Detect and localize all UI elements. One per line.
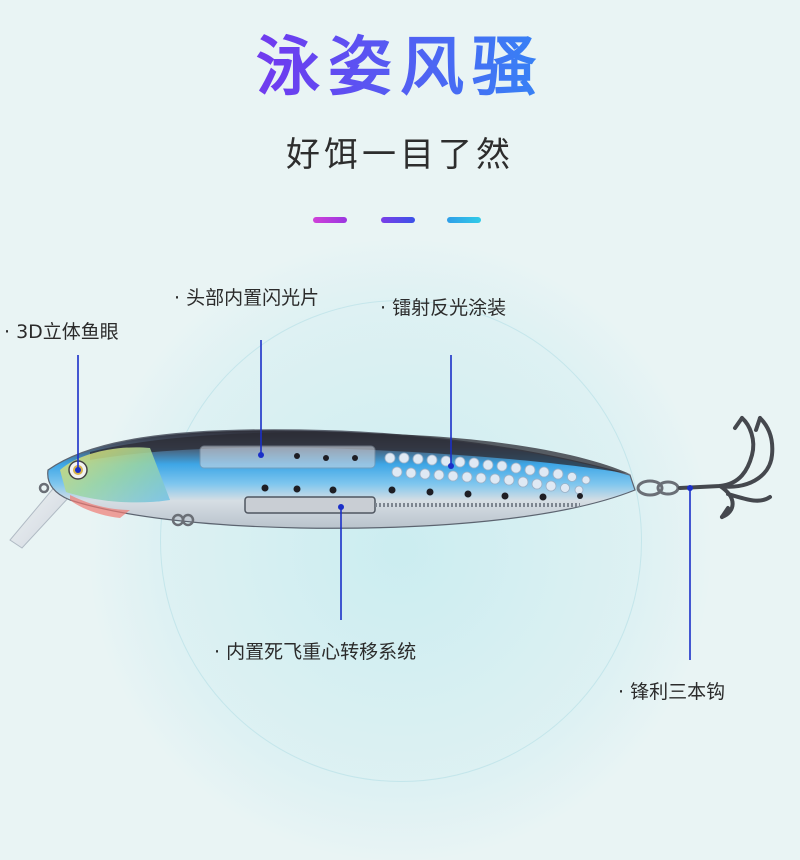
accent-dash-2	[381, 217, 415, 223]
feature-label-weight-system: · 内置死飞重心转移系统	[214, 641, 417, 663]
lure-head	[60, 447, 170, 503]
accent-dash-3	[447, 217, 481, 223]
laser-scale-pattern	[384, 452, 591, 495]
weight-tube	[244, 496, 376, 514]
lure-spots	[261, 453, 583, 501]
callout-dots	[75, 452, 693, 510]
feature-label-flash-plate: · 头部内置闪光片	[174, 287, 320, 309]
background-ring	[160, 300, 642, 782]
fishing-lure-icon	[9, 340, 775, 660]
belly-hook-eye	[38, 482, 195, 527]
feature-label-laser-coating: · 镭射反光涂装	[380, 297, 507, 319]
page-title: 泳姿风骚	[0, 28, 800, 108]
flash-plate	[199, 445, 376, 469]
callout-lines	[77, 340, 691, 660]
treble-hook-icon	[678, 416, 775, 519]
feature-label-eye: · 3D立体鱼眼	[4, 321, 119, 343]
feature-label-treble-hook: · 锋利三本钩	[618, 681, 726, 703]
page-subtitle: 好饵一目了然	[286, 135, 514, 175]
tail-split-ring	[636, 479, 680, 497]
accent-dash-1	[313, 217, 347, 223]
product-banner: 泳姿风骚 好饵一目了然	[0, 28, 800, 860]
